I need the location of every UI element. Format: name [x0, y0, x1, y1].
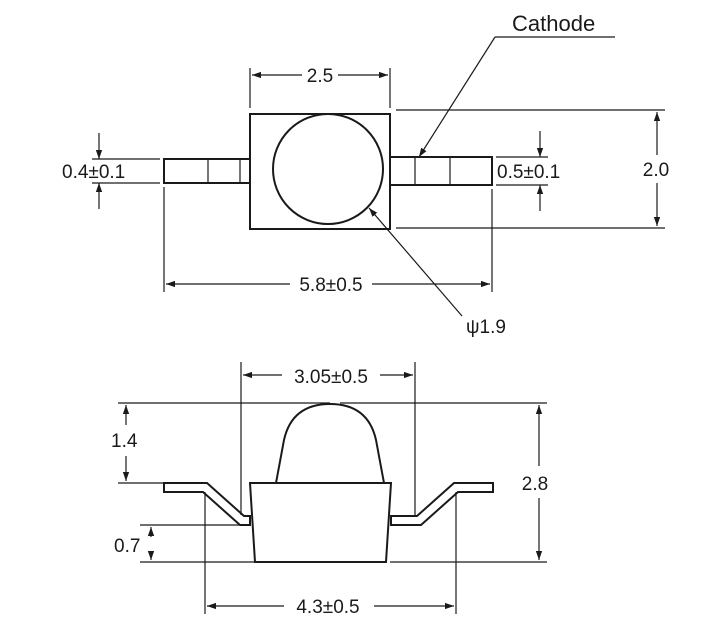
- dim-overall-length: 5.8±0.5: [299, 275, 362, 296]
- dim-total-height: 2.8: [522, 474, 548, 495]
- dim-lead-height: 0.7: [114, 536, 140, 557]
- cathode-label: Cathode: [512, 11, 595, 36]
- dim-top-width: 2.5: [307, 66, 333, 87]
- left-lead: [163, 158, 251, 184]
- side-right-lead: [390, 482, 494, 526]
- side-dome: [274, 402, 386, 484]
- side-left-lead: [163, 482, 251, 526]
- dim-left-lead: 0.4±0.1: [62, 162, 125, 183]
- lens-circle: [272, 113, 384, 225]
- dim-right-lead: 0.5±0.1: [497, 162, 560, 183]
- top-view: 2.5 Cathode 2.0 0.4±0.1 0.5±0.1 5.8±0.5 …: [62, 11, 669, 338]
- dim-lead-span: 4.3±0.5: [296, 597, 359, 618]
- side-view: 3.05±0.5 1.4 2.8 0.7 4.3±0.5: [111, 362, 548, 618]
- dim-height-top: 2.0: [643, 160, 669, 181]
- dim-lens-diameter: ψ1.9: [466, 317, 506, 338]
- dim-dome-height: 1.4: [111, 431, 138, 452]
- side-body: [248, 482, 393, 563]
- dim-bottom-width: 3.05±0.5: [294, 367, 368, 388]
- right-lead: [389, 156, 493, 186]
